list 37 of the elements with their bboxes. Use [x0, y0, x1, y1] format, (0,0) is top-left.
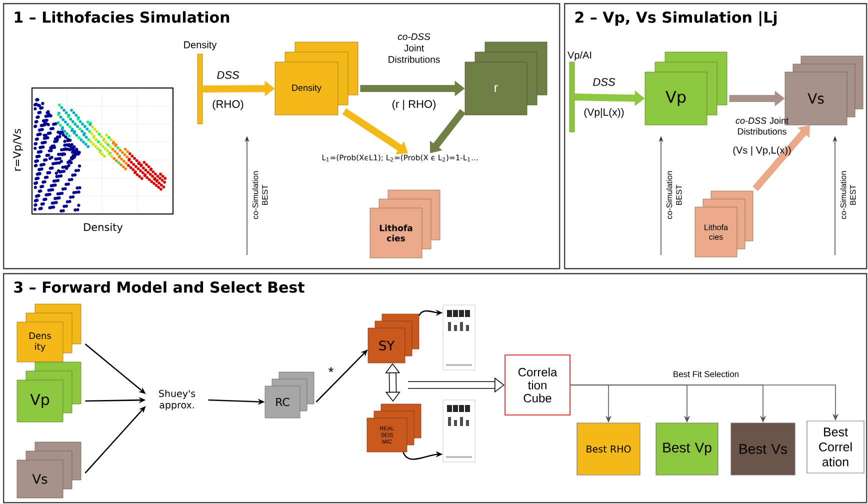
result-box: Best RHO	[576, 422, 640, 476]
stacked-cards: Lithofa cies	[370, 190, 440, 258]
annotation: co-Simulation BEST	[252, 171, 268, 219]
stacked-cards: SY	[368, 314, 420, 364]
process-label: Shuey's approx.	[159, 390, 196, 410]
node-label: Vp/AI	[568, 51, 592, 61]
result-box: Correla tion Cube	[504, 354, 570, 416]
node-label: Density	[184, 40, 217, 50]
stacked-cards: Vp	[16, 362, 82, 422]
annotation: co-Simulation BEST	[840, 171, 856, 219]
picture	[442, 304, 476, 370]
result-box: Best Correl ation	[806, 420, 864, 474]
arrow	[385, 363, 400, 402]
edge-label: DSS	[593, 78, 616, 86]
edge-label: DSS	[217, 71, 240, 79]
edge-label: Best Fit Selection	[674, 370, 738, 378]
edge-label: co-DSS Joint Distributions	[736, 117, 788, 135]
stacked-cards: Vp	[644, 52, 728, 126]
edge-label: co-DSS Joint Distributions	[388, 33, 440, 63]
stacked-cards: RC	[264, 372, 314, 418]
arrow	[342, 108, 408, 154]
stacked-cards: Vs	[16, 442, 82, 498]
picture	[442, 400, 476, 462]
condition-label: (Vs | Vp,L(x))	[733, 146, 791, 156]
condition-label: (RHO)	[212, 100, 244, 110]
stacked-cards: r	[464, 42, 548, 116]
stacked-cards: Density	[274, 42, 358, 116]
axis-label: Density	[84, 222, 123, 234]
annotation: co-Simulation BEST	[666, 171, 682, 219]
axis-label: r=Vp/Vs	[13, 128, 23, 171]
condition-label: (r | RHO)	[392, 100, 436, 110]
result-box: Best Vs	[730, 422, 796, 476]
result-box: Best Vp	[656, 422, 718, 476]
edge-label: *	[328, 367, 334, 372]
stacked-cards: Lithofa cies	[694, 190, 754, 258]
stacked-cards: Dens ity	[16, 304, 82, 362]
condition-label: (Vp|L(x))	[584, 108, 624, 118]
